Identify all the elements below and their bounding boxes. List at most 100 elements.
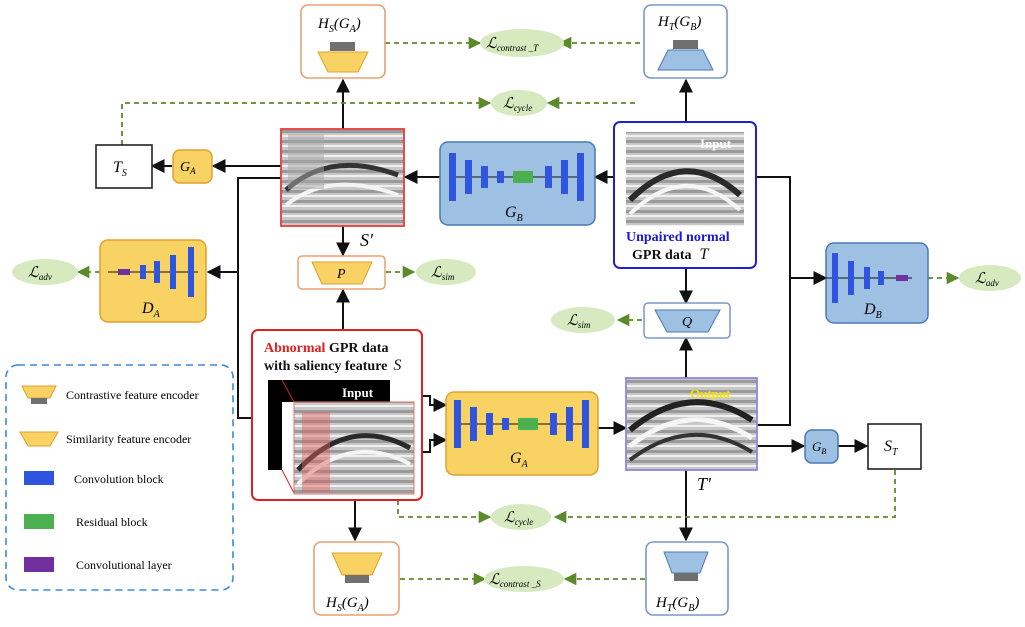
- loss-contrast-s: ℒcontrast _S: [484, 566, 564, 592]
- svg-text:HT(GB): HT(GB): [655, 595, 699, 614]
- input-top-label: Input: [700, 136, 732, 151]
- loss-cycle-bottom: ℒcycle: [491, 504, 551, 530]
- convolution-block: [502, 418, 509, 430]
- svg-text:DB: DB: [863, 301, 882, 321]
- svg-text:P: P: [336, 267, 346, 282]
- contrastive-encoder-icon: [331, 552, 383, 583]
- hs-top-close: ): [355, 16, 361, 32]
- hs-bottom-node: HS(GA): [313, 541, 400, 616]
- legend-item-conv-layer: Convolutional layer: [24, 557, 172, 572]
- ht-top-arg: (G: [674, 14, 690, 30]
- ht-top-main: H: [657, 14, 670, 30]
- ht-top-argsub: B: [690, 22, 696, 33]
- convolution-block: [154, 261, 160, 283]
- svg-text:DA: DA: [141, 300, 161, 320]
- p-node: P: [297, 255, 386, 290]
- hs-top-argsub: A: [349, 24, 357, 35]
- convolution-block: [878, 271, 884, 285]
- svg-text:ℒcycle: ℒcycle: [504, 510, 533, 527]
- abnormal-rest: GPR data: [325, 341, 388, 356]
- s-prime-label: S': [360, 230, 374, 250]
- input-left-label: Input: [342, 385, 374, 400]
- similarity-encoder-icon: [654, 309, 721, 333]
- convolution-block: [188, 247, 194, 297]
- residual-block: [518, 418, 538, 430]
- ga-generator: GA: [445, 391, 599, 476]
- legend: Contrastive feature encoder Similarity f…: [5, 364, 234, 591]
- similarity-encoder-icon: [311, 261, 373, 285]
- loss-adv-right: ℒadv: [959, 265, 1021, 291]
- abnormal-word: Abnormal: [264, 341, 326, 356]
- svg-text:ℒadv: ℒadv: [28, 265, 52, 282]
- unpaired-line1: Unpaired normal: [626, 230, 730, 245]
- convolution-block: [481, 166, 488, 188]
- svg-text:ℒcontrast _T: ℒcontrast _T: [486, 36, 539, 53]
- loss-sim-p: ℒsim: [416, 259, 476, 285]
- legend-label-conv-block: Convolution block: [74, 472, 164, 486]
- legend-item-residual: Residual block: [24, 514, 148, 529]
- svg-text:GB: GB: [812, 439, 826, 456]
- legend-item-contrastive: Contrastive feature encoder: [21, 385, 199, 404]
- loss-cycle-top: ℒcycle: [491, 90, 547, 116]
- convolution-block: [561, 160, 568, 194]
- svg-text:GA: GA: [180, 160, 196, 176]
- contrastive-encoder-icon: [317, 42, 369, 73]
- convolution-block: [470, 407, 477, 441]
- abnormal-var: S: [393, 357, 401, 374]
- legend-label-similarity: Similarity feature encoder: [66, 432, 191, 446]
- convolution-block: [140, 265, 146, 279]
- ga-blocks: [454, 400, 589, 448]
- convolution-block: [864, 267, 870, 289]
- convolution-block: [170, 255, 176, 289]
- output-image: Output: [625, 377, 758, 471]
- legend-item-similarity: Similarity feature encoder: [19, 431, 191, 447]
- residual-block: [513, 171, 533, 183]
- ht-top-node: HT(GB): [643, 4, 728, 79]
- legend-label-contrastive: Contrastive feature encoder: [66, 388, 199, 402]
- contrastive-encoder-icon: [657, 40, 714, 71]
- legend-item-conv-block: Convolution block: [24, 471, 164, 486]
- t-prime-label: T': [697, 474, 712, 494]
- abnormal-node: Abnormal GPR data with saliency feature S…: [251, 329, 423, 501]
- svg-text:HT(GB): HT(GB): [657, 14, 701, 33]
- loss-sim-q: ℒsim: [551, 307, 615, 333]
- convolution-block: [545, 166, 552, 188]
- abnormal-line2: with saliency feature: [264, 359, 387, 374]
- hs-top-main: H: [317, 16, 330, 32]
- convolution-block: [449, 153, 456, 201]
- svg-text:TS: TS: [113, 159, 127, 179]
- convolution-block: [550, 413, 557, 435]
- ga-small-node: GA: [172, 149, 213, 184]
- convolution-block: [832, 253, 838, 303]
- s-prime-image: [280, 128, 405, 227]
- loss-adv-left: ℒadv: [12, 259, 78, 285]
- convolution-block: [577, 153, 584, 201]
- legend-label-conv-layer: Convolutional layer: [76, 558, 172, 572]
- convolution-block: [848, 261, 854, 295]
- ht-top-close: ): [695, 14, 701, 30]
- legend-label-residual: Residual block: [76, 515, 148, 529]
- db-discriminator: DB: [822, 242, 929, 324]
- convolution-block: [497, 171, 504, 183]
- dashed-connectors: [76, 36, 960, 586]
- da-blocks: [108, 247, 198, 297]
- svg-text:GB: GB: [505, 204, 523, 224]
- hs-top-arg: (G: [334, 16, 350, 32]
- ts-node: TS: [95, 144, 153, 189]
- loss-contrast-t: ℒcontrast _T: [480, 29, 564, 57]
- svg-text:HS(GA): HS(GA): [325, 595, 369, 614]
- da-discriminator: DA: [99, 239, 207, 323]
- svg-text:GA: GA: [510, 450, 529, 470]
- svg-text:Abnormal GPR data: Abnormal GPR data: [264, 341, 388, 356]
- solid-connectors: [150, 78, 869, 542]
- ht-bottom-node: HT(GB): [645, 541, 729, 616]
- convolution-block: [582, 400, 589, 448]
- output-label: Output: [690, 386, 731, 401]
- hs-top-sub: S: [329, 24, 334, 35]
- svg-text:ST: ST: [884, 438, 899, 458]
- convolution-block: [454, 400, 461, 448]
